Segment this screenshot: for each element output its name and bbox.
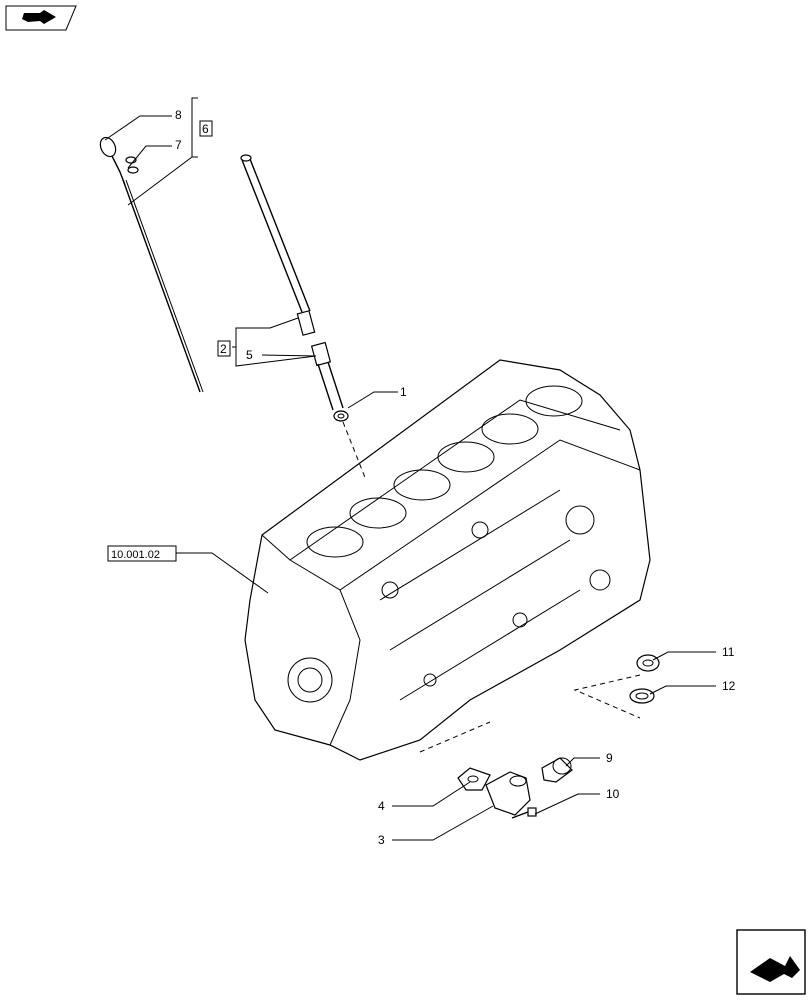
callout-8: 8 <box>175 108 182 122</box>
leader-lines <box>104 97 716 841</box>
bracket-box-6 <box>199 120 213 137</box>
callout-7: 7 <box>175 138 182 152</box>
callout-2: 2 <box>220 342 227 356</box>
callout-11: 11 <box>722 645 735 659</box>
dipstick <box>99 136 204 393</box>
callout-6: 6 <box>202 122 209 136</box>
callout-3: 3 <box>378 833 385 847</box>
callout-12: 12 <box>722 679 736 693</box>
dipstick-tube <box>240 154 349 422</box>
callout-1: 1 <box>400 385 407 399</box>
assembly-lines <box>342 421 641 753</box>
lower-parts <box>457 757 573 819</box>
next-page-arrow-icon[interactable] <box>736 929 806 995</box>
callout-5: 5 <box>246 348 253 362</box>
reference-box <box>107 545 177 562</box>
callout-9: 9 <box>606 751 613 765</box>
callout-4: 4 <box>378 799 385 813</box>
reference-label[interactable]: 10.001.02 <box>111 549 160 561</box>
callout-10: 10 <box>606 787 620 801</box>
engine-block <box>244 359 651 761</box>
plug-and-washer <box>629 654 660 704</box>
book-arrow-icon[interactable] <box>5 5 77 31</box>
bracket-box-2 <box>217 340 231 357</box>
